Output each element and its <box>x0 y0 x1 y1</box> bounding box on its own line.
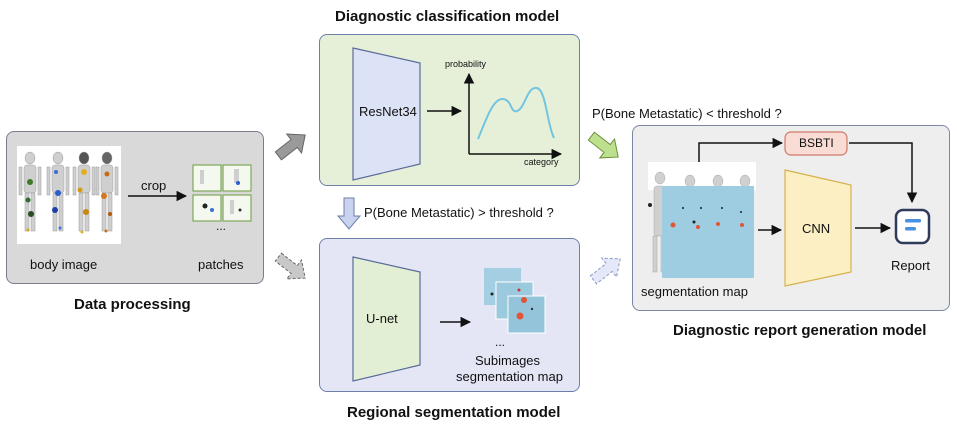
classification-to-segmentation-arrow <box>336 197 362 230</box>
crop-label: crop <box>141 178 167 193</box>
resnet34-label: ResNet34 <box>359 104 417 119</box>
segmentation-title: Regional segmentation model <box>347 404 561 421</box>
probability-curve <box>477 86 555 140</box>
report-title: Diagnostic report generation model <box>673 322 927 339</box>
bsbti-to-report-arrow <box>849 142 918 204</box>
classification-title: Diagnostic classification model <box>335 8 560 25</box>
report-icon <box>894 208 931 245</box>
segmentation-to-report-arrow <box>589 257 621 285</box>
data-to-classification-arrow <box>274 133 306 161</box>
cnn-block <box>784 169 852 287</box>
data-processing-title: Data processing <box>74 296 191 313</box>
lesion-dots <box>25 169 112 234</box>
report-label: Report <box>891 258 931 273</box>
body-image-label: body image <box>30 257 98 272</box>
seg-map-markers <box>648 203 744 229</box>
patches-grid <box>192 164 252 222</box>
data-to-segmentation-arrow <box>274 252 306 280</box>
subimages-label: Subimages <box>475 353 541 368</box>
subimages-segmap-label: segmentation map <box>456 369 563 384</box>
report-body-image <box>648 162 756 190</box>
bsbti-label: BSBTI <box>799 136 834 150</box>
probability-label: probability <box>445 59 487 69</box>
bsbti-box <box>784 131 848 156</box>
segmap-to-bsbti-arrow <box>698 137 784 162</box>
classification-to-report-arrow <box>587 131 619 159</box>
unet-block <box>352 256 421 382</box>
report-segmap-label: segmentation map <box>641 284 748 299</box>
subimages-ellipsis: ... <box>495 335 506 349</box>
patches-ellipsis: ... <box>216 219 227 233</box>
segmentation-map-image <box>662 186 754 278</box>
cnn-label: CNN <box>802 221 831 236</box>
resnet34-block <box>352 47 421 181</box>
subimage-stack <box>484 268 546 334</box>
unet-label: U-net <box>366 311 398 326</box>
threshold-higher-condition: P(Bone Metastatic) > threshold ? <box>364 205 554 220</box>
threshold-lower-condition: P(Bone Metastatic) < threshold ? <box>592 106 782 121</box>
patches-label: patches <box>198 257 244 272</box>
probability-axes <box>463 72 563 160</box>
category-label: category <box>524 157 559 167</box>
